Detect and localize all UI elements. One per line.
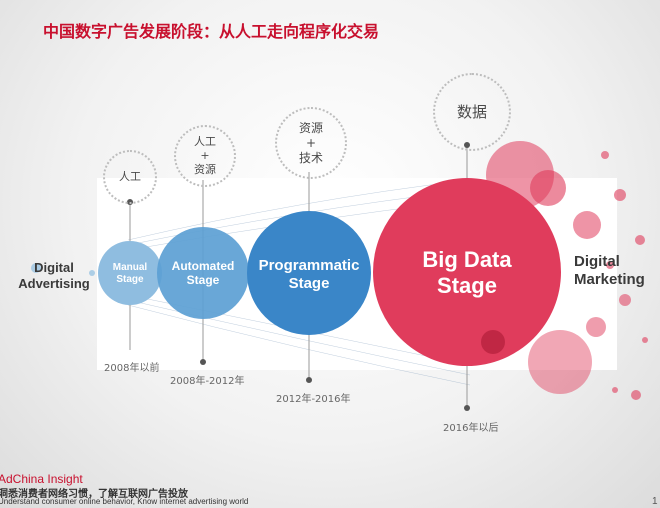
big-data-stage-label: Big Data Stage: [422, 247, 512, 299]
footer-tagline-cn: 洞悉消费者网络习惯，了解互联网广告投放: [0, 489, 188, 500]
decor-dot: [481, 330, 505, 354]
connector-dot: [306, 377, 312, 383]
driver-bubble-automated: 人工 + 资源: [174, 125, 236, 187]
page-title: 中国数字广告发展阶段：从人工走向程序化交易: [43, 22, 380, 41]
automated-stage-label: Automated Stage: [171, 259, 235, 288]
decorative-bubbles: [486, 141, 648, 400]
decor-dot: [89, 270, 95, 276]
footer-tagline-en: Understand consumer online behavior, Kno…: [0, 497, 249, 506]
connector-dot: [200, 359, 206, 365]
footer-brand: AdChina Insight: [0, 472, 83, 486]
digital-marketing-label: Digital Marketing: [574, 253, 645, 288]
manual-stage-circle: [98, 241, 162, 305]
driver-bubble-manual: 人工: [103, 150, 157, 204]
year-label-big-data: 2016年以后: [443, 423, 499, 434]
programmatic-stage-label: Programmatic Stage: [258, 257, 360, 292]
page-number: 1: [652, 496, 658, 507]
decor-dot: [31, 263, 41, 273]
driver-bubble-programmatic: 资源 + 技术: [275, 107, 347, 179]
automated-stage-circle: [157, 227, 249, 319]
programmatic-stage-circle: [247, 211, 371, 335]
year-label-programmatic: 2012年-2016年: [276, 394, 351, 405]
big-data-stage-circle: [373, 178, 561, 366]
manual-stage-label: Manual Stage: [112, 262, 148, 285]
year-label-automated: 2008年-2012年: [170, 376, 245, 387]
year-label-manual: 2008年以前: [104, 363, 160, 374]
connector-dot: [464, 405, 470, 411]
driver-bubble-big-data: 数据: [433, 73, 511, 151]
digital-advertising-label: Digital Advertising: [18, 260, 90, 291]
